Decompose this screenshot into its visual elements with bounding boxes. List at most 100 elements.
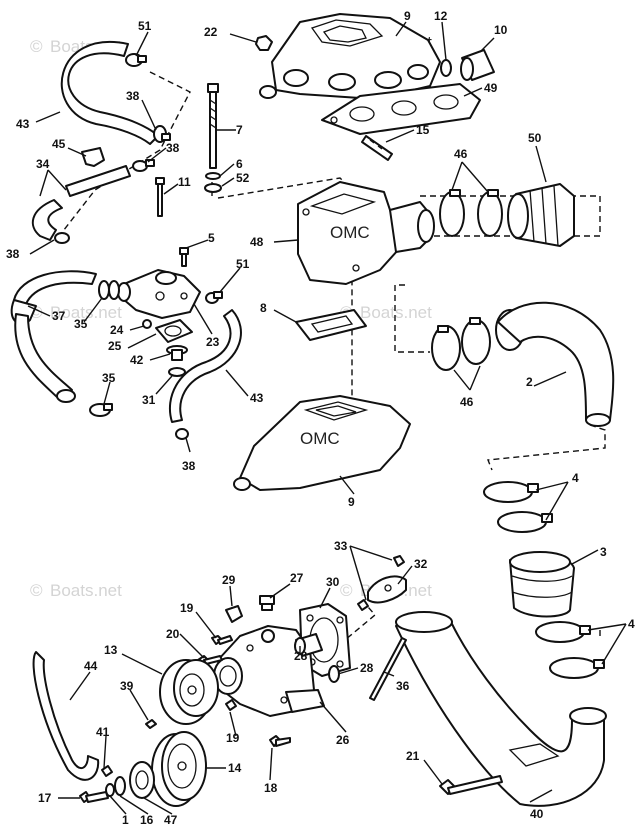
sleeve-clamp [440, 59, 452, 77]
screw-19-upper [211, 635, 233, 645]
lower-hose [168, 309, 242, 423]
screw-41 [101, 765, 113, 777]
callout-35: 35 [102, 371, 116, 385]
watermark-symbol: © [30, 37, 43, 56]
hose-clamp-38-d [175, 428, 189, 440]
callout-37: 37 [52, 309, 66, 323]
exhaust-manifold-lower: OMC [233, 395, 411, 491]
callout-10: 10 [494, 23, 508, 37]
callout-39: 39 [120, 679, 134, 693]
callout-45: 45 [52, 137, 66, 151]
callout-7: 7 [236, 123, 243, 137]
screw-19-lower [225, 699, 237, 711]
pump-seal-28-right [328, 665, 340, 683]
hose-clamp-38-c [54, 232, 70, 244]
exhaust-bellows [507, 183, 575, 247]
callout-40: 40 [530, 807, 544, 821]
long-return-hose [10, 270, 97, 403]
hose-clamp-46-lower-a [431, 325, 461, 371]
upper-hose [60, 41, 159, 145]
hose-clamp-46-upper-a [439, 189, 465, 237]
callout-22: 22 [204, 25, 218, 39]
drive-belt [32, 651, 100, 781]
callout-18: 18 [264, 781, 278, 795]
washer-52 [204, 183, 222, 193]
hose-clamp-46-upper-b [477, 189, 503, 237]
watermark-text: Boats.net [50, 581, 122, 600]
bolt-21 [439, 775, 503, 795]
watermark-text: Boats.net [360, 303, 432, 322]
callout-50: 50 [528, 131, 542, 145]
hose-clamp-4-c [535, 621, 591, 643]
drain-cap [367, 575, 407, 604]
hose-clamp-35-a [98, 280, 120, 300]
callout-24: 24 [110, 323, 124, 337]
watermark-symbol: © [30, 581, 43, 600]
callout-28: 28 [294, 649, 308, 663]
callout-43: 43 [250, 391, 264, 405]
pump-fitting [225, 605, 243, 623]
callout-46: 46 [454, 147, 468, 161]
washer-16 [114, 776, 126, 796]
exhaust-manifold-upper [259, 13, 441, 99]
callout-41: 41 [96, 725, 110, 739]
callout-34: 34 [36, 157, 50, 171]
hose-clamp-51-lower [205, 291, 223, 304]
callout-46: 46 [460, 395, 474, 409]
hose-clamp-51-top [125, 53, 147, 67]
callout-25: 25 [108, 339, 122, 353]
bypass-hose [31, 165, 131, 241]
callout-19: 19 [180, 601, 194, 615]
callout-17: 17 [38, 791, 52, 805]
callout-9: 9 [348, 495, 355, 509]
callout-3: 3 [600, 545, 607, 559]
callout-11: 11 [178, 175, 191, 189]
callout-2: 2 [526, 375, 533, 389]
callout-28: 28 [360, 661, 374, 675]
callout-33: 33 [334, 539, 348, 553]
bolt-17 [79, 791, 109, 803]
callout-42: 42 [130, 353, 144, 367]
pulley-hub [129, 761, 155, 799]
callout-26: 26 [336, 733, 350, 747]
hose-clamp-4-a [483, 481, 539, 503]
drain-nut-33-b [357, 599, 369, 611]
callout-38: 38 [126, 89, 140, 103]
hose-clamp-46-lower-b [461, 317, 491, 365]
callout-19: 19 [226, 731, 240, 745]
watermark-layer: © Boats.net © Boats.net © Boats.net © Bo… [30, 33, 432, 600]
callout-30: 30 [326, 575, 340, 589]
callout-4: 4 [572, 471, 579, 485]
callout-1: 1 [122, 813, 129, 826]
callout-49: 49 [484, 81, 498, 95]
callout-38: 38 [182, 459, 196, 473]
callout-5: 5 [208, 231, 215, 245]
hose-tee-fitting [81, 147, 105, 167]
callout-16: 16 [140, 813, 154, 826]
drain-rod [369, 637, 407, 701]
hose-clamp-38-a [153, 125, 171, 143]
housing-bolt [155, 177, 165, 217]
callout-20: 20 [166, 627, 180, 641]
exhaust-pipe-bend [497, 301, 615, 427]
callout-38: 38 [166, 141, 180, 155]
callout-38: 38 [6, 247, 20, 261]
callout-47: 47 [164, 813, 178, 826]
callout-29: 29 [222, 573, 236, 587]
hose-clamp-38-b [132, 159, 155, 172]
leader-lines [27, 21, 627, 815]
thermostat [166, 345, 188, 361]
callout-32: 32 [414, 557, 428, 571]
exhaust-elbow: OMC [297, 181, 435, 285]
watermark-text: Boats.net [50, 303, 122, 322]
callout-15: 15 [416, 123, 430, 137]
callout-8: 8 [260, 301, 267, 315]
callout-13: 13 [104, 643, 118, 657]
callout-9: 9 [404, 9, 411, 23]
callout-44: 44 [84, 659, 98, 673]
callout-31: 31 [142, 393, 156, 407]
callout-52: 52 [236, 171, 250, 185]
callout-23: 23 [206, 335, 220, 349]
callout-43: 43 [16, 117, 30, 131]
